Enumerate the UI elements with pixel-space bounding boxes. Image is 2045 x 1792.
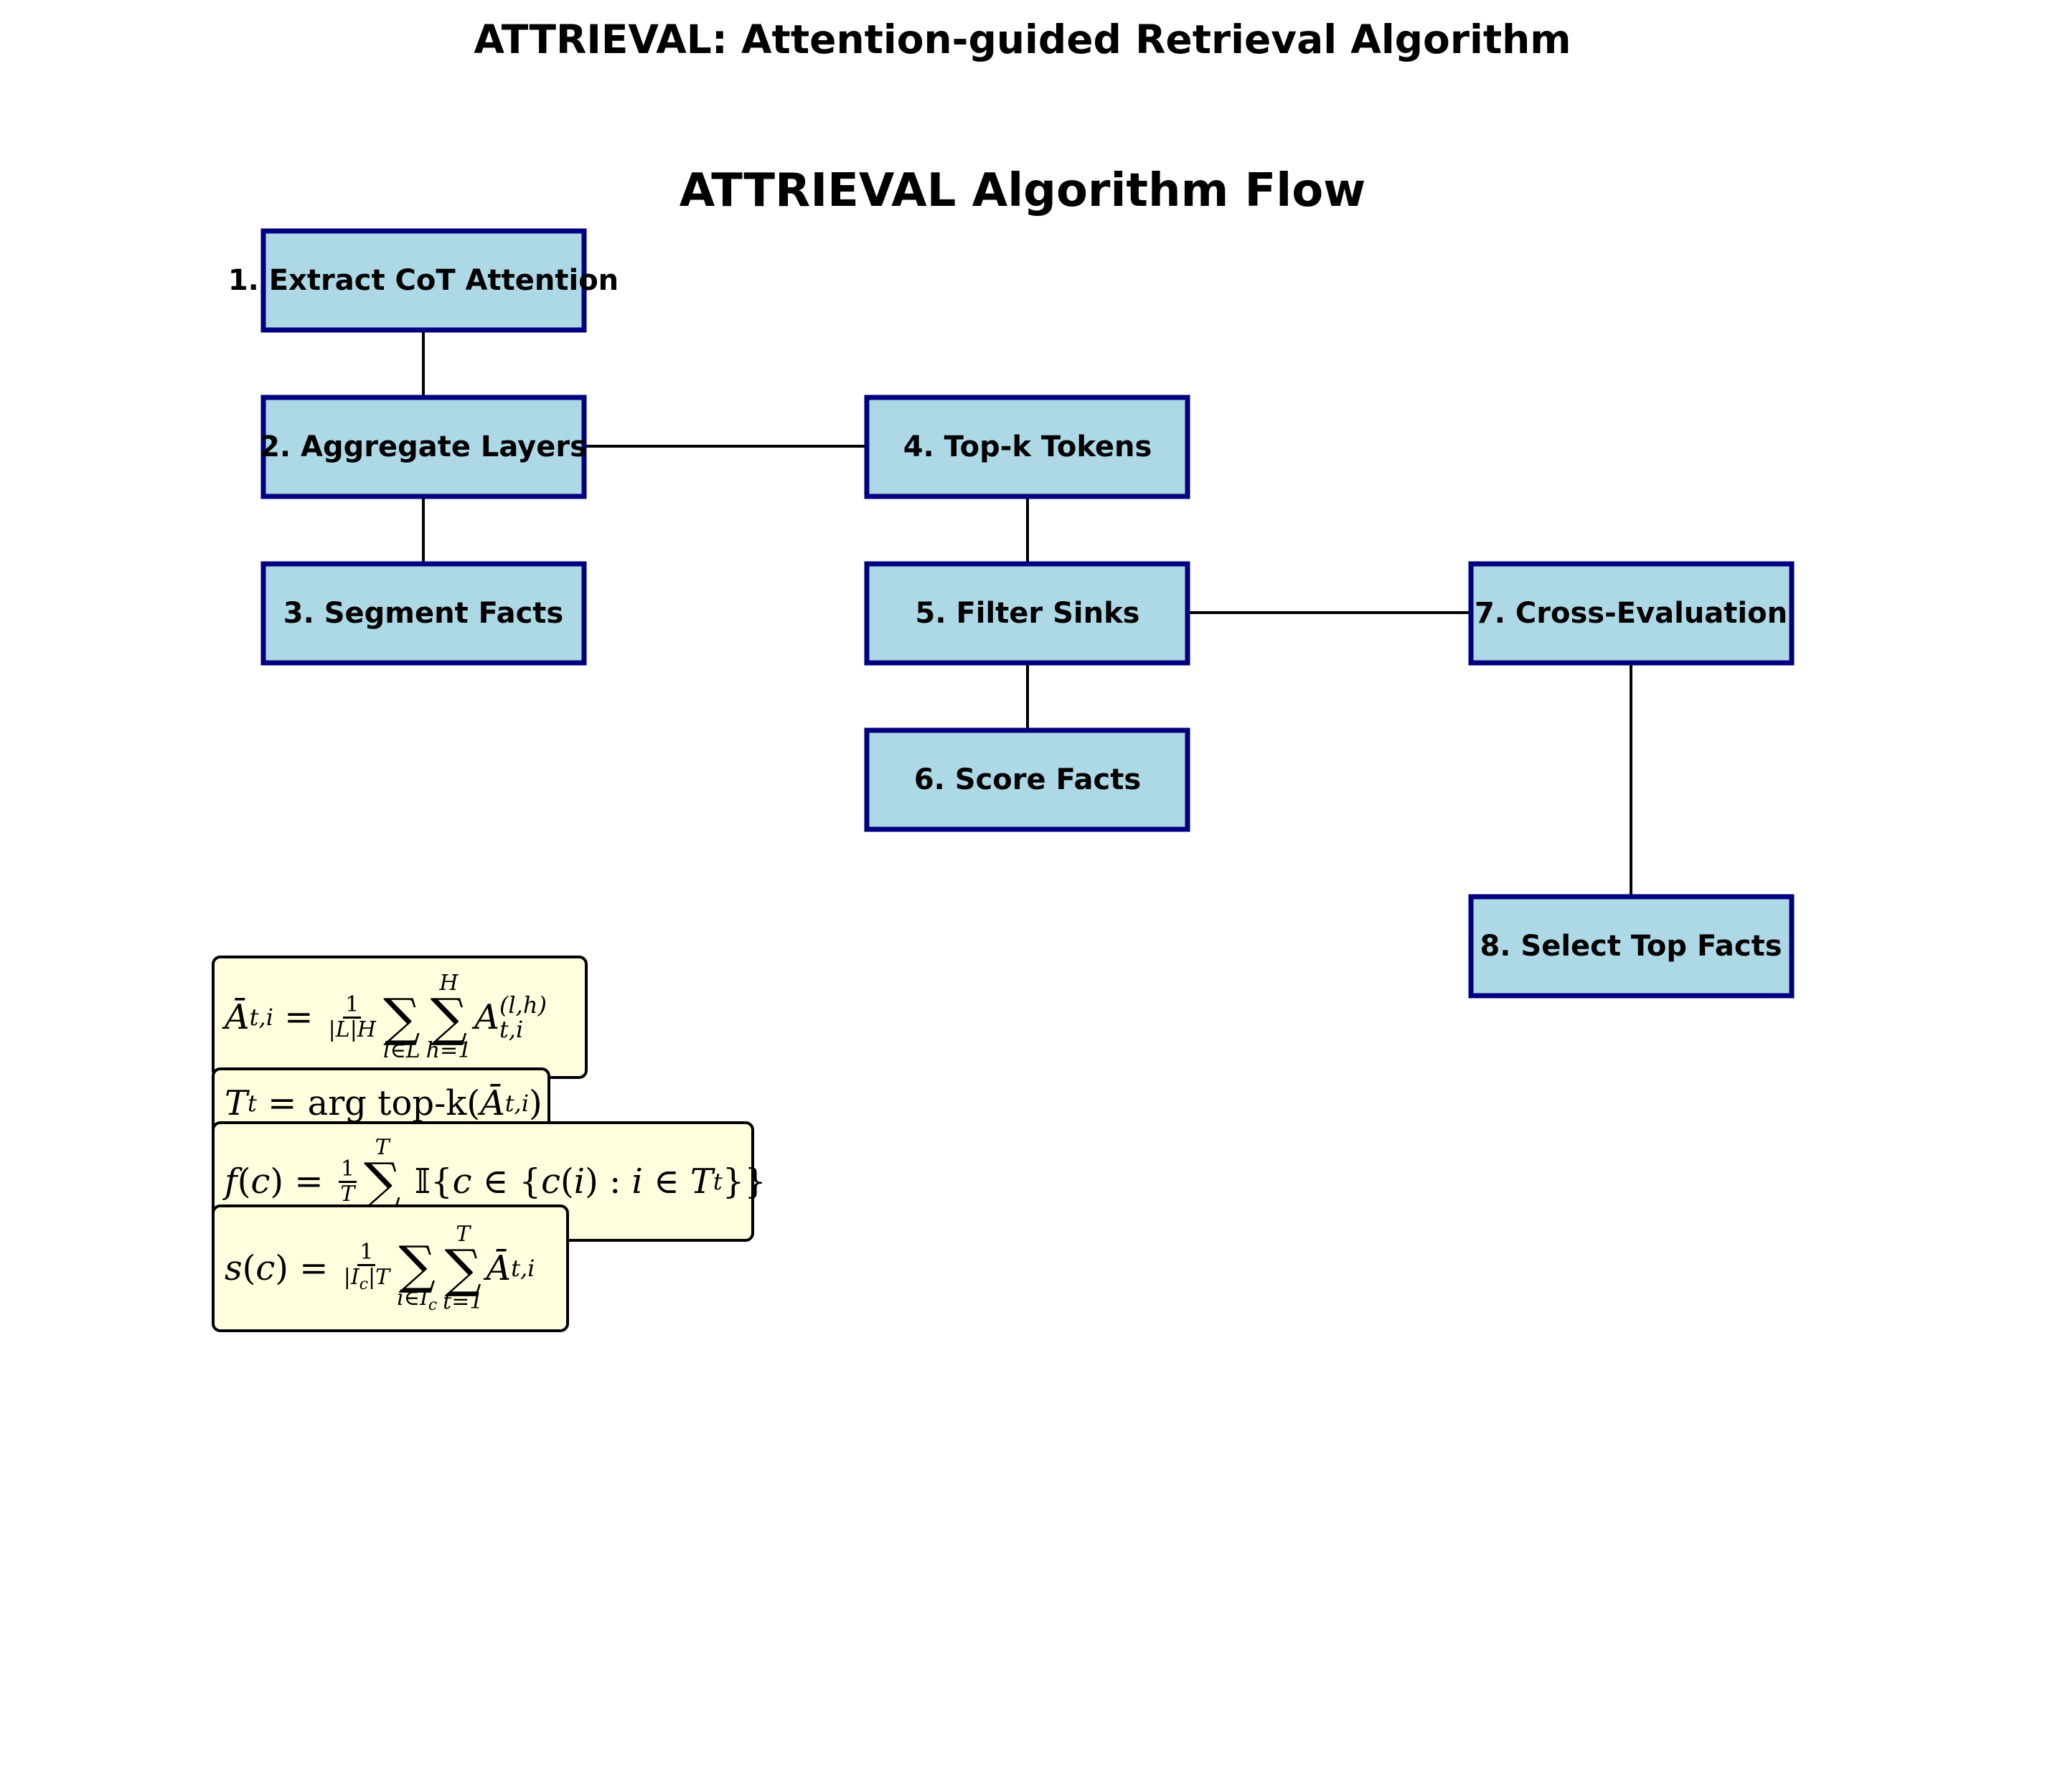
node-select-top-facts: 8. Select Top Facts [1468, 894, 1795, 999]
node-label: 4. Top-k Tokens [903, 430, 1152, 463]
diagram-title: ATTRIEVAL Algorithm Flow [679, 164, 1366, 217]
node-label: 3. Segment Facts [283, 597, 563, 630]
node-cross-evaluation: 7. Cross-Evaluation [1468, 561, 1795, 666]
node-segment-facts: 3. Segment Facts [260, 561, 587, 666]
node-top-k-tokens: 4. Top-k Tokens [864, 395, 1190, 499]
node-label: 7. Cross-Evaluation [1475, 597, 1787, 630]
node-label: 5. Filter Sinks [915, 597, 1139, 630]
figure-suptitle: ATTRIEVAL: Attention-guided Retrieval Al… [474, 16, 1571, 62]
node-label: 1. Extract CoT Attention [228, 264, 619, 297]
node-label: 8. Select Top Facts [1480, 930, 1782, 963]
node-label: 6. Score Facts [914, 763, 1141, 796]
node-extract-cot-attention: 1. Extract CoT Attention [228, 228, 619, 333]
node-filter-sinks: 5. Filter Sinks [864, 561, 1190, 666]
node-aggregate-layers: 2. Aggregate Layers [260, 395, 587, 499]
node-label: 2. Aggregate Layers [260, 430, 587, 463]
node-score-facts: 6. Score Facts [864, 727, 1190, 832]
